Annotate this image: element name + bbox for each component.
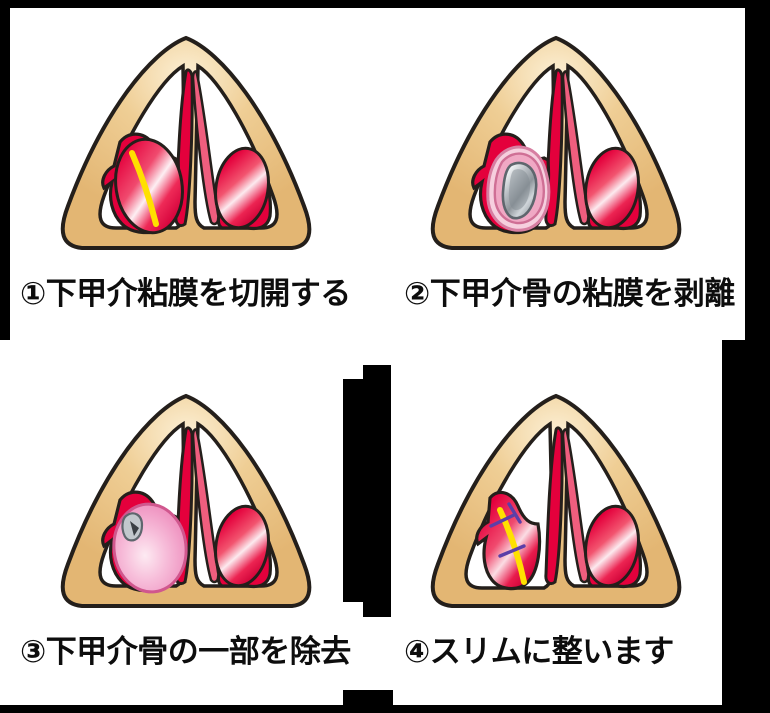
nasal-cavity-figure-3 [8,368,368,633]
septum-mucosa-right [561,428,590,584]
panel-1-caption: ①下甲介粘膜を切開する [20,276,351,312]
bone-remnant-notch [130,521,139,536]
nasal-cavity-figure-1 [8,10,368,275]
left-turbinate-body [114,137,184,235]
nasal-cavity-figure-4 [378,368,738,633]
septum-mucosa-right [191,428,220,584]
procedure-panel-4: ④スリムに整います [378,368,738,708]
panel-3-caption: ③下甲介骨の一部を除去 [20,634,351,670]
procedure-panel-2: ②下甲介骨の粘膜を剥離 [378,10,738,350]
stitch-marks [489,502,526,558]
right-turbinate-body [584,146,640,230]
panel-divider-notch-top [343,365,363,379]
right-turbinate-body [214,146,270,230]
panel-2-caption: ②下甲介骨の粘膜を剥離 [404,276,735,312]
nasal-cavity-figure-2 [378,10,738,275]
panel-divider-block [343,365,391,617]
procedure-panel-1: ①下甲介粘膜を切開する [8,10,368,350]
right-turbinate-body [214,504,270,588]
bone-shadow [508,169,531,211]
septum-mucosa-left [544,426,564,586]
septum-mucosa-right [191,70,220,226]
septum-mucosa-right [561,70,590,226]
procedure-panel-3: ③下甲介骨の一部を除去 [8,368,368,708]
right-turbinate-body [584,504,640,588]
panel-4-caption: ④スリムに整います [404,634,674,670]
exposed-bone [501,161,538,220]
bottom-edge-notch [343,690,393,713]
incision-line [129,150,159,227]
panel-divider-notch-bottom [343,602,363,617]
suture-line [497,507,527,585]
left-inferior-turbinate-slim [475,490,542,591]
